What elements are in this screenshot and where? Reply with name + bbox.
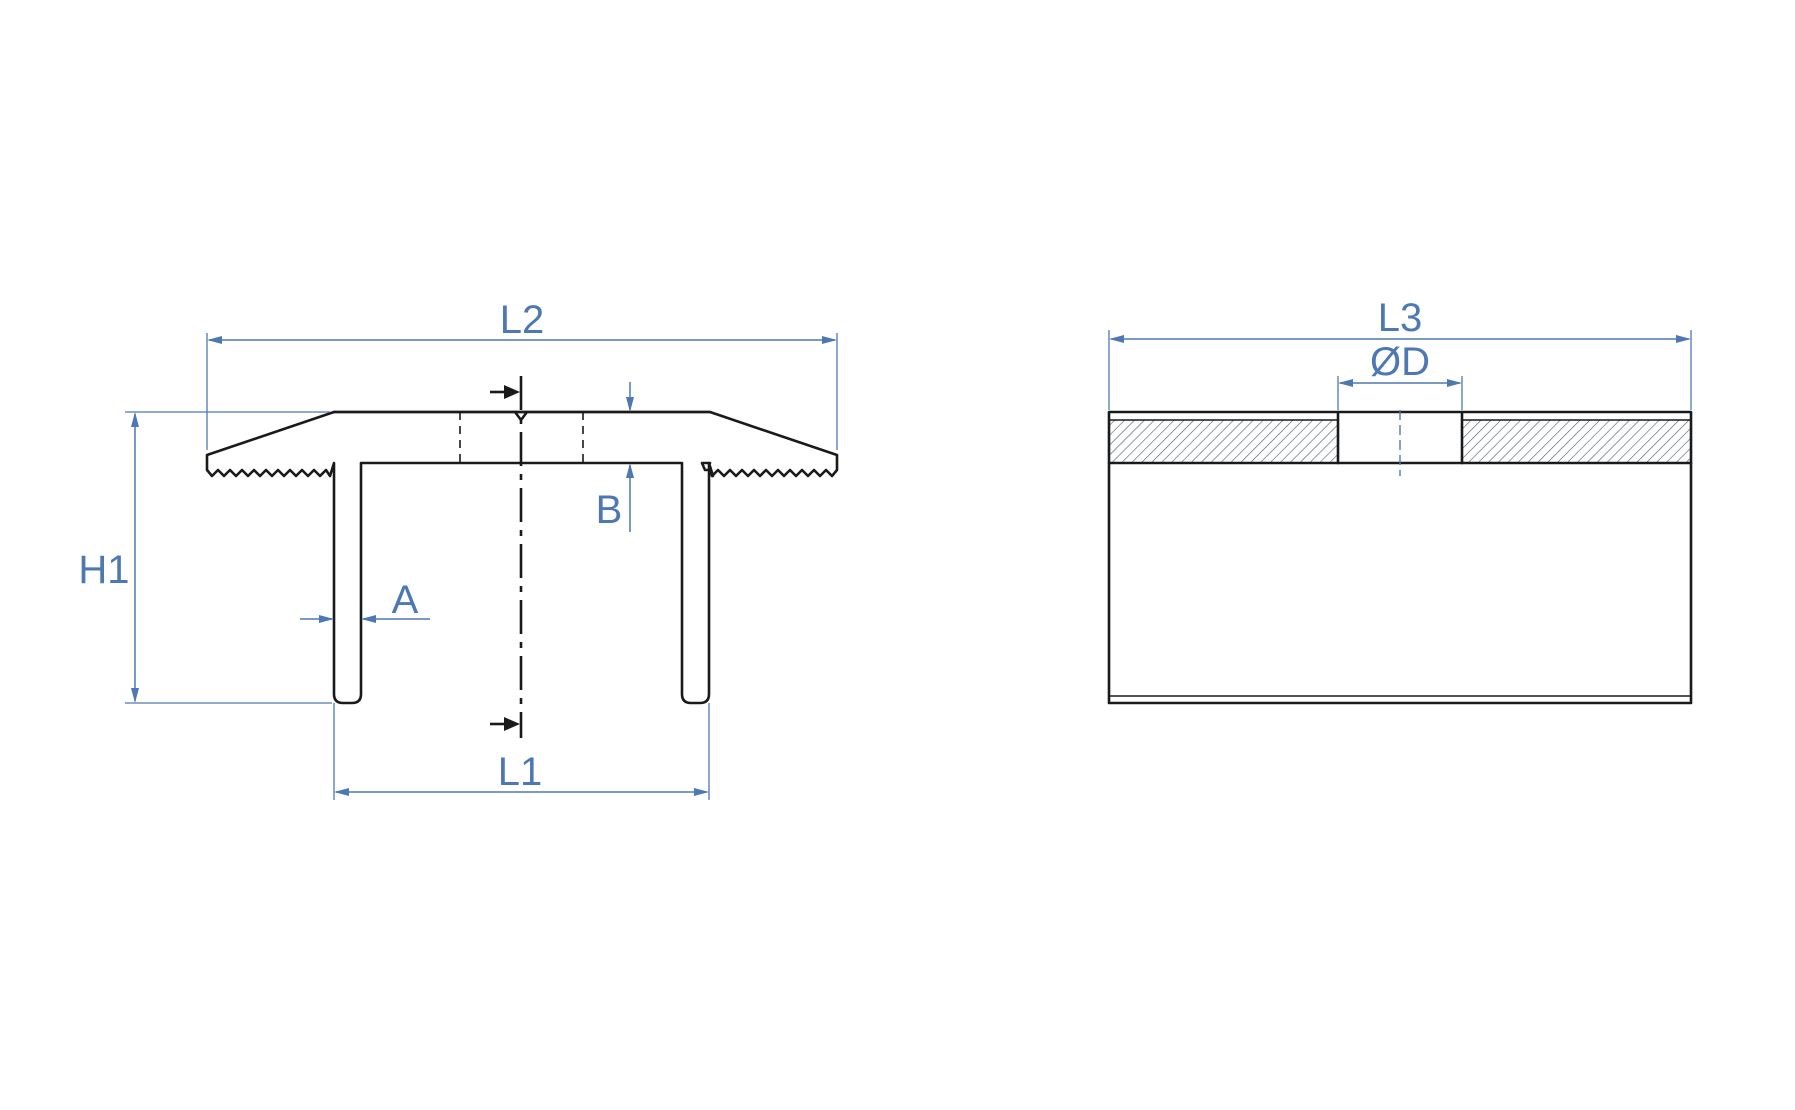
label-a: A [392, 578, 419, 622]
label-h1: H1 [78, 548, 129, 592]
dimension-l2: L2 [206, 298, 838, 450]
label-od: ØD [1370, 340, 1430, 384]
dimension-l3: L3 [1108, 296, 1692, 410]
label-l3: L3 [1378, 296, 1423, 340]
dimension-od: ØD [1337, 340, 1463, 410]
front-view: L2 L1 H1 A [78, 298, 839, 800]
section-hatch-left [1109, 420, 1338, 463]
section-hatch-right [1462, 420, 1691, 463]
dimension-l1: L1 [333, 703, 710, 800]
front-profile-body [205, 410, 715, 705]
dimension-b: B [596, 382, 634, 532]
label-l2: L2 [500, 298, 545, 342]
dimension-a: A [300, 578, 430, 623]
front-profile-outline [332, 410, 839, 478]
section-arrow-top [490, 385, 520, 399]
section-arrow-bottom [490, 717, 520, 731]
label-l1: L1 [498, 750, 543, 794]
label-b: B [596, 488, 623, 532]
dimension-h1: H1 [78, 411, 332, 704]
side-view: L3 ØD [1107, 296, 1693, 705]
section-notch [513, 410, 529, 422]
